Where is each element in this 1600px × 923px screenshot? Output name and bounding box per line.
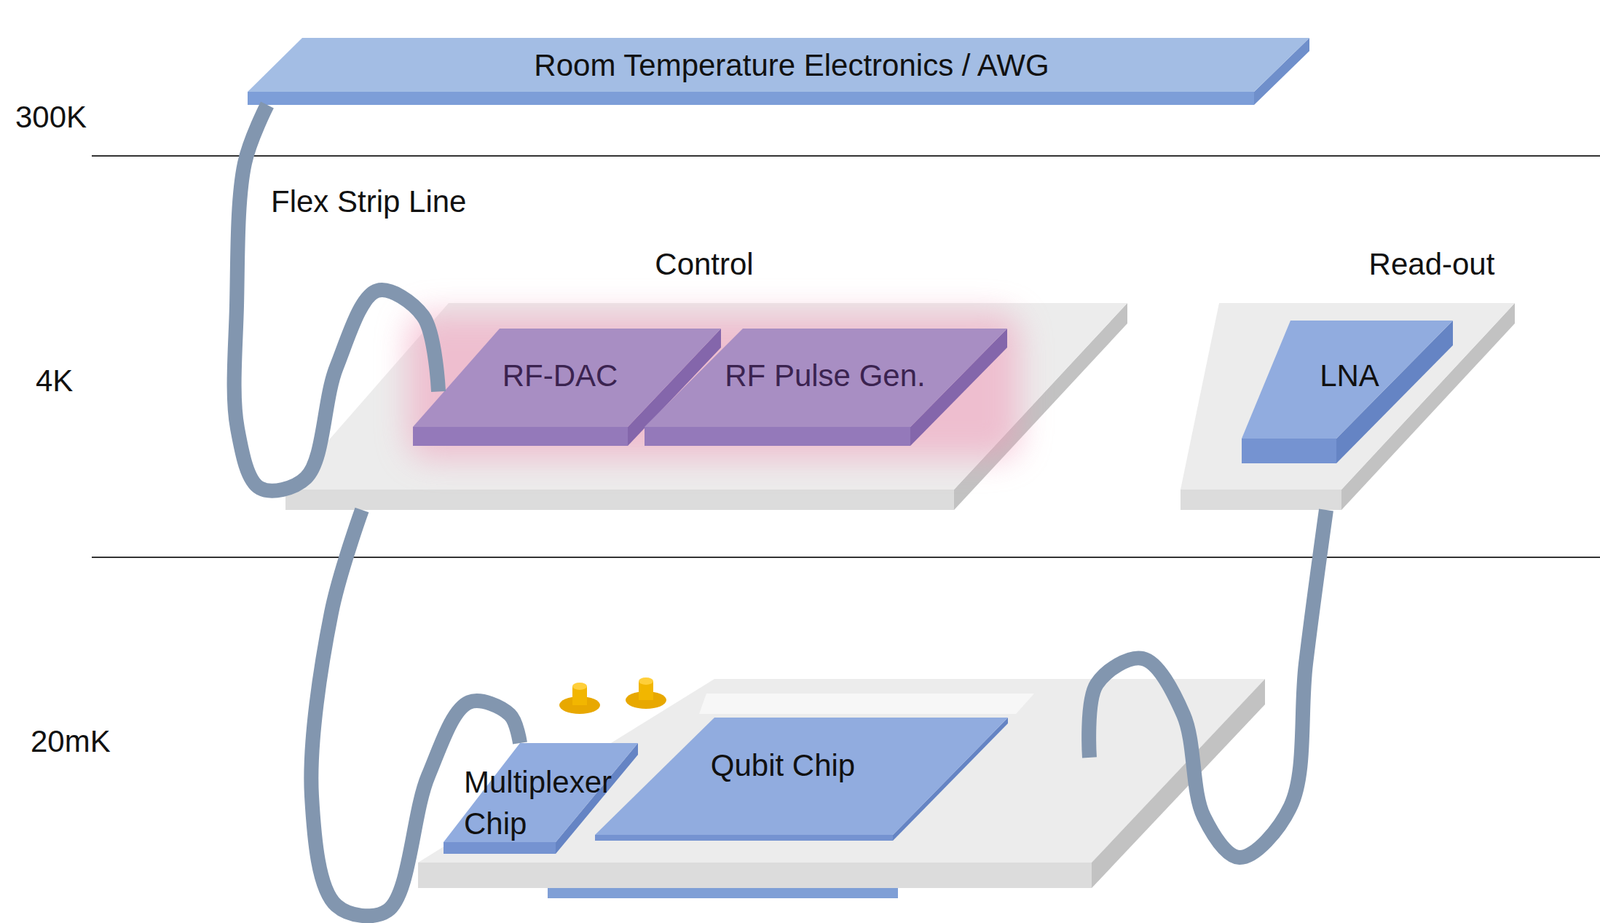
flex-strip-line bbox=[234, 104, 439, 491]
slab-top bbox=[644, 328, 1008, 427]
slab-top bbox=[247, 37, 1310, 92]
slab-top bbox=[594, 717, 1008, 835]
plate-recess bbox=[699, 693, 1035, 714]
mk-stage-plate bbox=[418, 678, 1265, 898]
multiplexer-chip: Multiplexer Chip bbox=[443, 742, 662, 854]
cable-label: Flex Strip Line bbox=[270, 182, 467, 223]
plate-front bbox=[418, 862, 1092, 888]
flex-strip-line bbox=[1088, 509, 1327, 858]
node-label: RF Pulse Gen. bbox=[701, 355, 949, 397]
slab-front bbox=[644, 426, 911, 446]
amplifier-chip: LNA bbox=[1241, 320, 1453, 464]
control-stage-plate: ControlRF-DAC RF Pulse Gen. bbox=[285, 240, 1128, 510]
qubit-chip: Qubit Chip bbox=[594, 717, 1008, 841]
node-label: RF-DAC bbox=[461, 355, 659, 397]
slab-front bbox=[594, 834, 893, 841]
node-label: Room Temperature Electronics / AWG bbox=[318, 45, 1265, 87]
connector-post bbox=[625, 677, 667, 709]
slab-front bbox=[412, 426, 628, 446]
node-label: Read-out bbox=[1322, 243, 1542, 286]
slab-front bbox=[1241, 438, 1337, 464]
node-label: Control bbox=[558, 243, 850, 286]
flex-strip-line bbox=[310, 509, 520, 916]
plate-side bbox=[1091, 678, 1265, 888]
temperature-divider bbox=[91, 155, 1600, 157]
slab-front bbox=[443, 841, 556, 854]
slab-front bbox=[247, 91, 1255, 105]
slab-front bbox=[1180, 489, 1342, 510]
room-temperature-rack: Room Temperature Electronics / AWG bbox=[247, 37, 1310, 105]
node-label: Multiplexer Chip bbox=[463, 761, 660, 845]
readout-stage-plate: Read-outLNA bbox=[1180, 240, 1515, 510]
highlight-glow bbox=[407, 313, 1020, 459]
cryo-cmos-block: RF Pulse Gen. bbox=[644, 328, 1008, 446]
slab-top bbox=[285, 302, 1128, 490]
temperature-label: 4K bbox=[35, 361, 73, 402]
node-label: LNA bbox=[1287, 355, 1412, 397]
slab-top bbox=[1241, 320, 1453, 439]
temperature-divider bbox=[91, 556, 1600, 558]
temperature-label: 300K bbox=[15, 97, 87, 138]
slab-top bbox=[1180, 302, 1515, 490]
node-label: Qubit Chip bbox=[666, 745, 900, 787]
connector-post bbox=[559, 682, 601, 714]
temperature-label: 20mK bbox=[30, 721, 111, 762]
slab-front bbox=[285, 489, 955, 510]
